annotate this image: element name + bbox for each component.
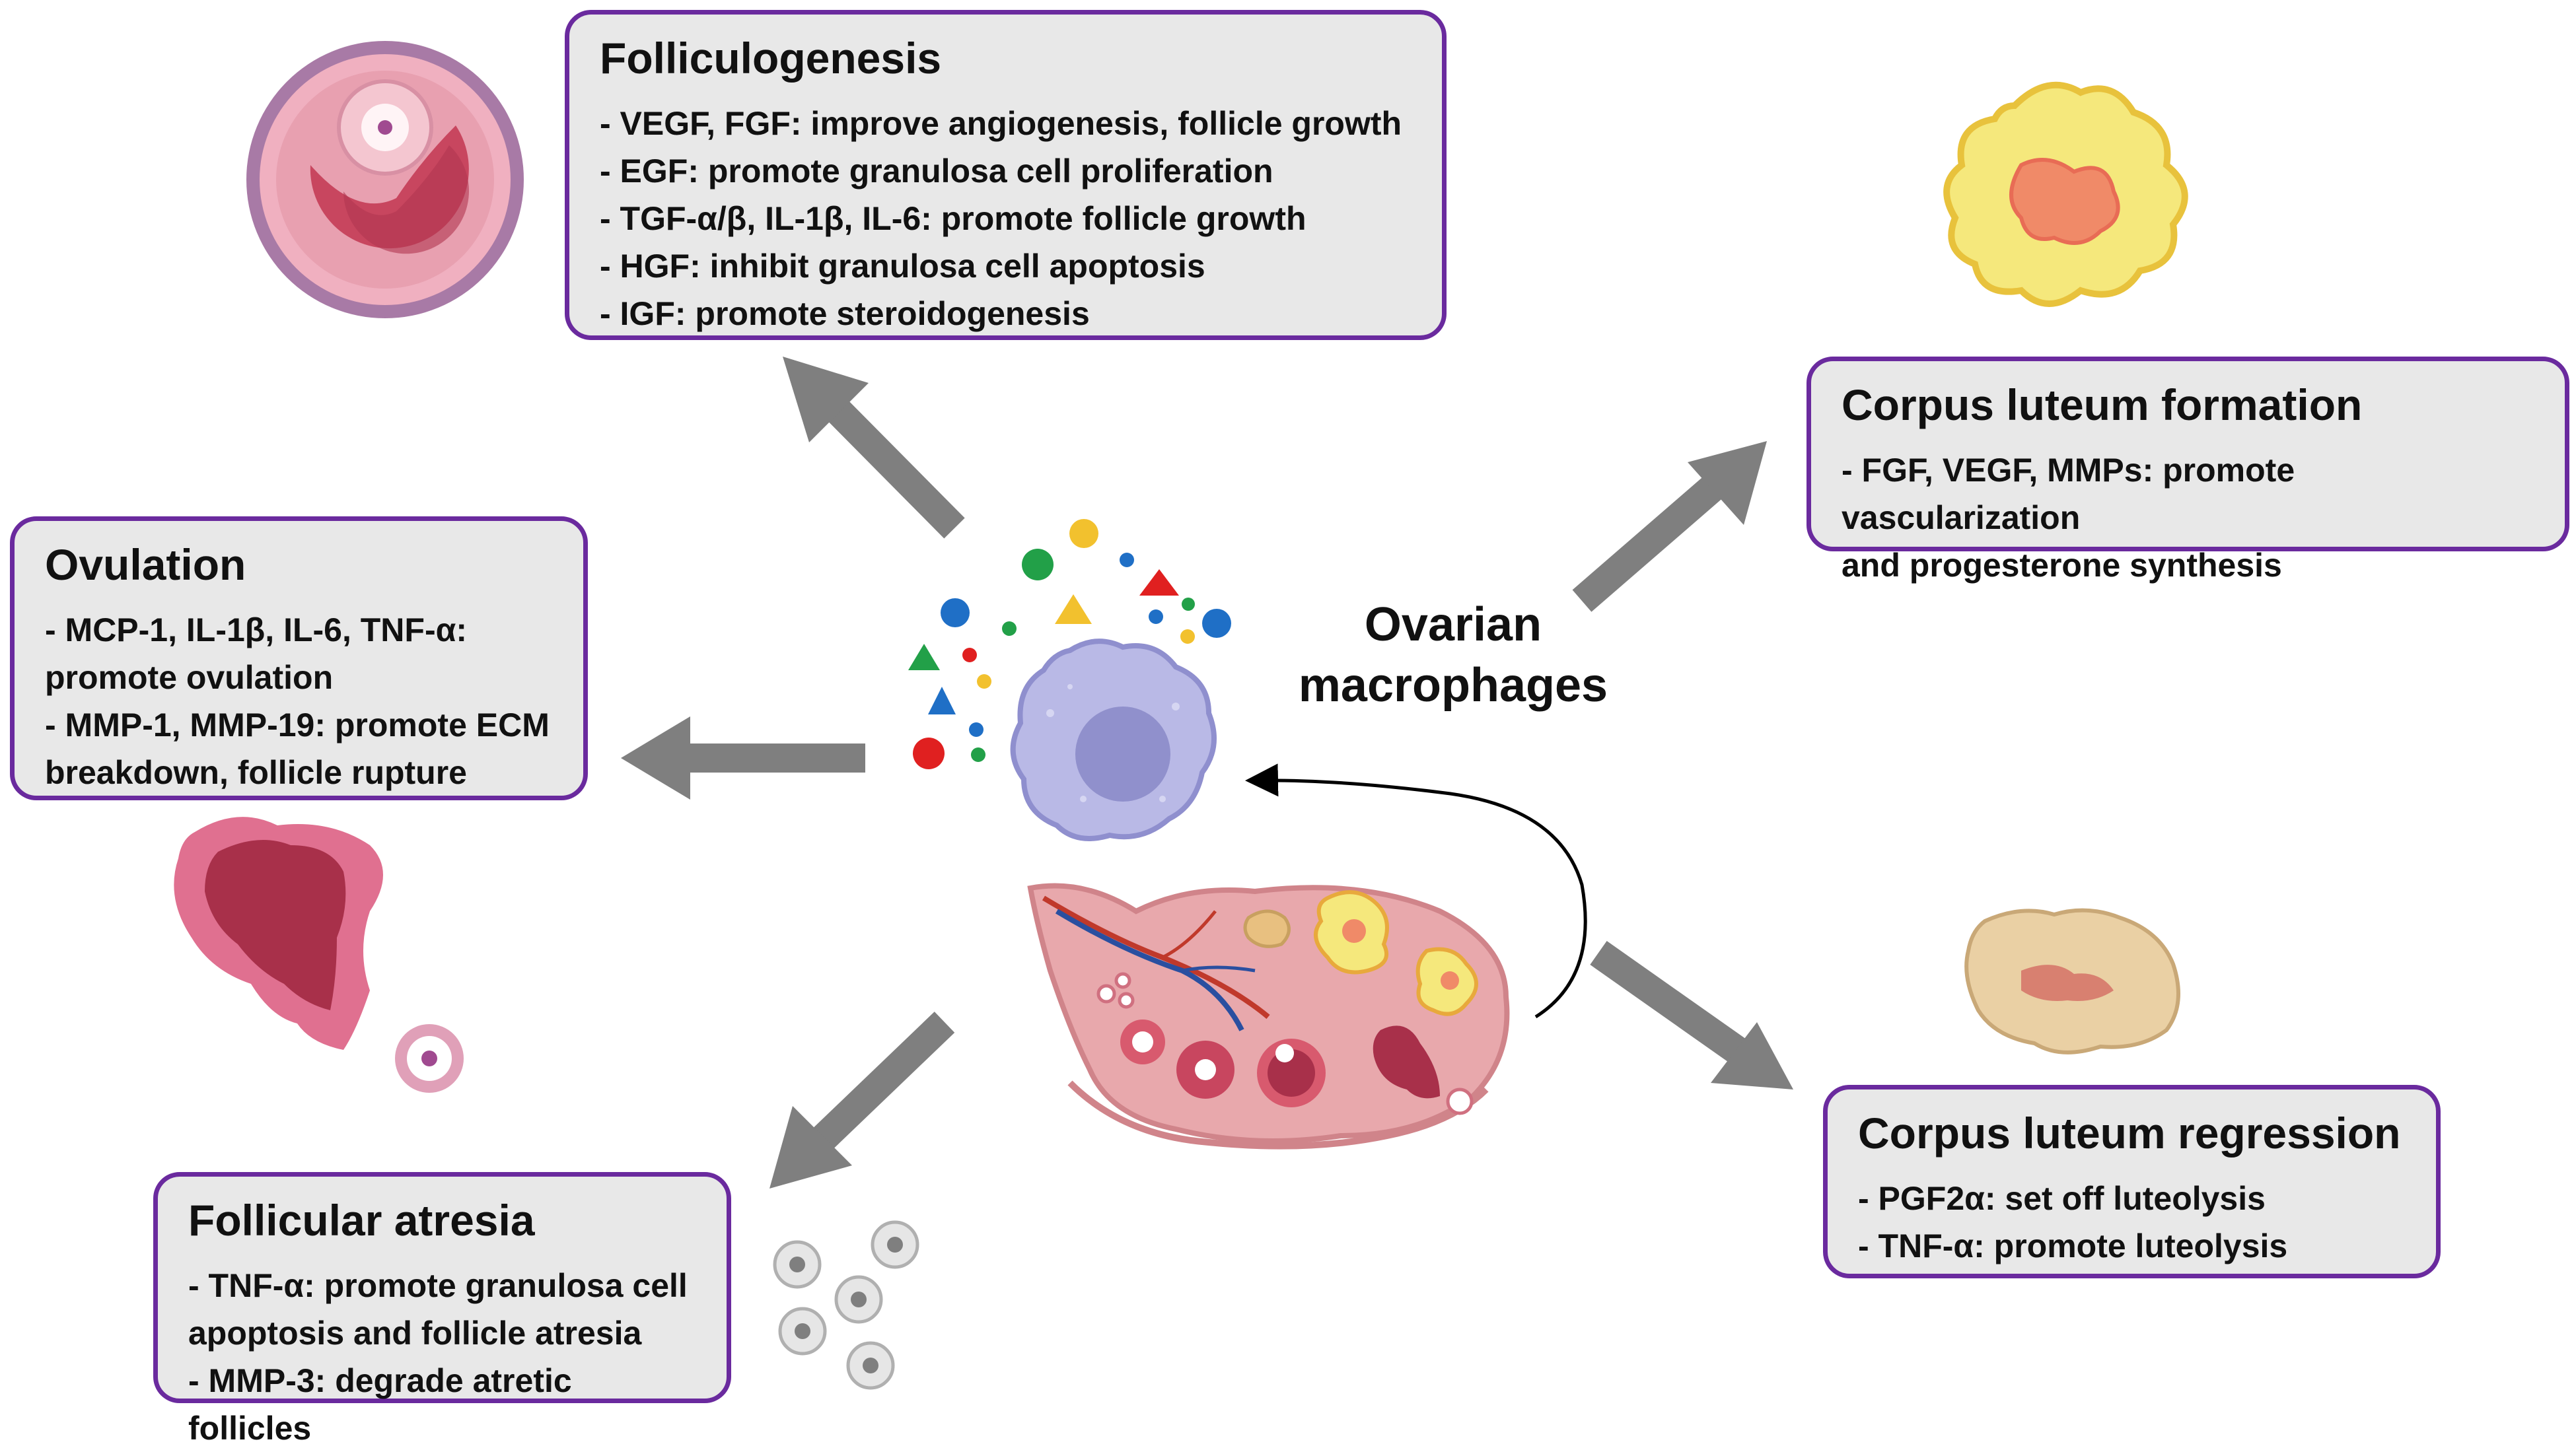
follicular-atresia-line: - MMP-3: degrade atretic follicles [188, 1362, 572, 1447]
ovulation-line: promote ovulation [45, 659, 334, 697]
corpus-luteum-formation-line: and progesterone synthesis [1842, 547, 2282, 584]
cytokine-particles [908, 519, 1231, 769]
corpus-luteum-icon [1943, 81, 2188, 307]
corpus-luteum-regression-title: Corpus luteum regression [1858, 1109, 2401, 1158]
ovulation-title: Ovulation [45, 540, 246, 589]
follicular-atresia-line: - TNF-α: promote granulosa cell [188, 1267, 688, 1305]
follicular-atresia-box: Follicular atresia - TNF-α: promote gran… [153, 1172, 731, 1447]
arrow-to-folliculogenesis [783, 357, 965, 539]
ovulation-line: - MMP-1, MMP-19: promote ECM [45, 707, 550, 744]
follicular-atresia-title: Follicular atresia [188, 1196, 535, 1245]
curved-arrow-ovary-to-macrophage [1245, 763, 1587, 1019]
arrow-to-ovulation [621, 716, 865, 800]
ovulation-line: - MCP-1, IL-1β, IL-6, TNF-α: [45, 611, 467, 649]
folliculogenesis-title: Folliculogenesis [600, 34, 942, 83]
regressing-corpus-luteum-icon [1964, 908, 2180, 1054]
ovary-icon [1027, 883, 1510, 1150]
folliculogenesis-line: - HGF: inhibit granulosa cell apoptosis [600, 248, 1205, 285]
corpus-luteum-formation-line: - FGF, VEGF, MMPs: promote vascularizati… [1842, 452, 2295, 537]
arrow-to-cl-regression [1590, 941, 1793, 1089]
macrophage-icon [1010, 639, 1217, 841]
folliculogenesis-line: - EGF: promote granulosa cell proliferat… [600, 153, 1273, 190]
folliculogenesis-line: - TGF-α/β, IL-1β, IL-6: promote follicle… [600, 200, 1306, 238]
corpus-luteum-regression-box: Corpus luteum regression - PGF2α: set of… [1823, 1085, 2441, 1278]
center-label-line-1: Ovarian [1364, 598, 1542, 651]
corpus-luteum-formation-box: Corpus luteum formation - FGF, VEGF, MMP… [1807, 357, 2569, 584]
folliculogenesis-line: - IGF: promote steroidogenesis [600, 295, 1090, 333]
folliculogenesis-line: - VEGF, FGF: improve angiogenesis, folli… [600, 105, 1402, 143]
ruptured-follicle-icon [174, 817, 464, 1093]
follicle-icon [246, 41, 524, 318]
diagram-canvas [174, 41, 2188, 1390]
ovarian-macrophages-label: Ovarian macrophages [1268, 594, 1638, 716]
atretic-follicles-icon [773, 1220, 919, 1390]
corpus-luteum-formation-title: Corpus luteum formation [1842, 380, 2363, 429]
center-label-line-2: macrophages [1298, 659, 1608, 712]
corpus-luteum-regression-line: - TNF-α: promote luteolysis [1858, 1227, 2288, 1265]
ovulation-line: breakdown, follicle rupture [45, 754, 467, 792]
follicular-atresia-line: apoptosis and follicle atresia [188, 1315, 642, 1352]
ovulation-box: Ovulation - MCP-1, IL-1β, IL-6, TNF-α: p… [10, 516, 588, 800]
arrow-to-cl-formation [1572, 441, 1767, 612]
folliculogenesis-box: Folliculogenesis - VEGF, FGF: improve an… [565, 10, 1447, 340]
corpus-luteum-regression-line: - PGF2α: set off luteolysis [1858, 1180, 2266, 1218]
arrow-to-follicular-atresia [769, 1012, 955, 1189]
